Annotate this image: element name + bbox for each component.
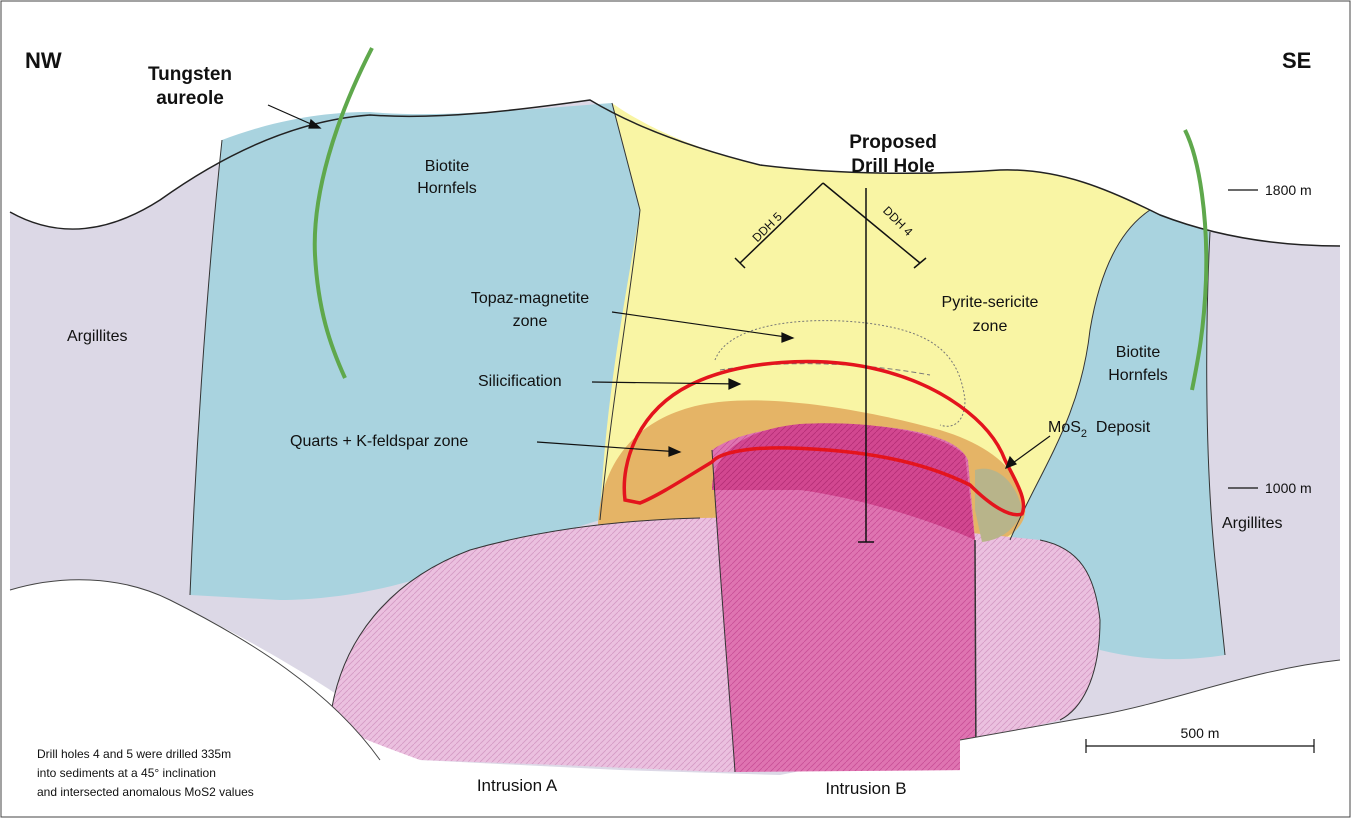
label-biotite-left-1: Biotite — [425, 158, 470, 175]
label-intrusion-a: Intrusion A — [477, 776, 558, 795]
note-line-1: Drill holes 4 and 5 were drilled 335m — [37, 747, 231, 761]
label-biotite-right-2: Hornfels — [1108, 367, 1168, 384]
label-topaz-2: zone — [513, 313, 548, 330]
label-proposed-2: Drill Hole — [851, 156, 934, 177]
biotite-hornfels-left — [190, 103, 640, 600]
note-line-2: into sediments at a 45° inclination — [37, 766, 216, 780]
label-topaz-1: Topaz-magnetite — [471, 290, 589, 307]
label-pyrite-1: Pyrite-sericite — [942, 294, 1039, 311]
label-biotite-right-1: Biotite — [1116, 344, 1161, 361]
note-line-3: and intersected anomalous MoS2 values — [37, 785, 254, 799]
label-quarts: Quarts + K-feldspar zone — [290, 433, 468, 450]
elevation-label-1800: 1800 m — [1265, 182, 1312, 198]
label-argillites-right: Argillites — [1222, 515, 1282, 532]
label-pyrite-2: zone — [973, 318, 1008, 335]
mos2-suffix: Deposit — [1087, 419, 1151, 436]
label-tungsten-1: Tungsten — [148, 64, 232, 85]
label-silicification: Silicification — [478, 373, 562, 390]
label-intrusion-b: Intrusion B — [825, 779, 906, 798]
elevation-label-1000: 1000 m — [1265, 480, 1312, 496]
mos2-prefix: MoS — [1048, 419, 1081, 436]
label-argillites-left: Argillites — [67, 328, 127, 345]
label-biotite-left-2: Hornfels — [417, 180, 477, 197]
label-proposed-1: Proposed — [849, 132, 937, 153]
orientation-right: SE — [1282, 48, 1311, 73]
orientation-left: NW — [25, 48, 62, 73]
label-tungsten-2: aureole — [156, 88, 224, 109]
scale-bar-label: 500 m — [1181, 725, 1220, 741]
